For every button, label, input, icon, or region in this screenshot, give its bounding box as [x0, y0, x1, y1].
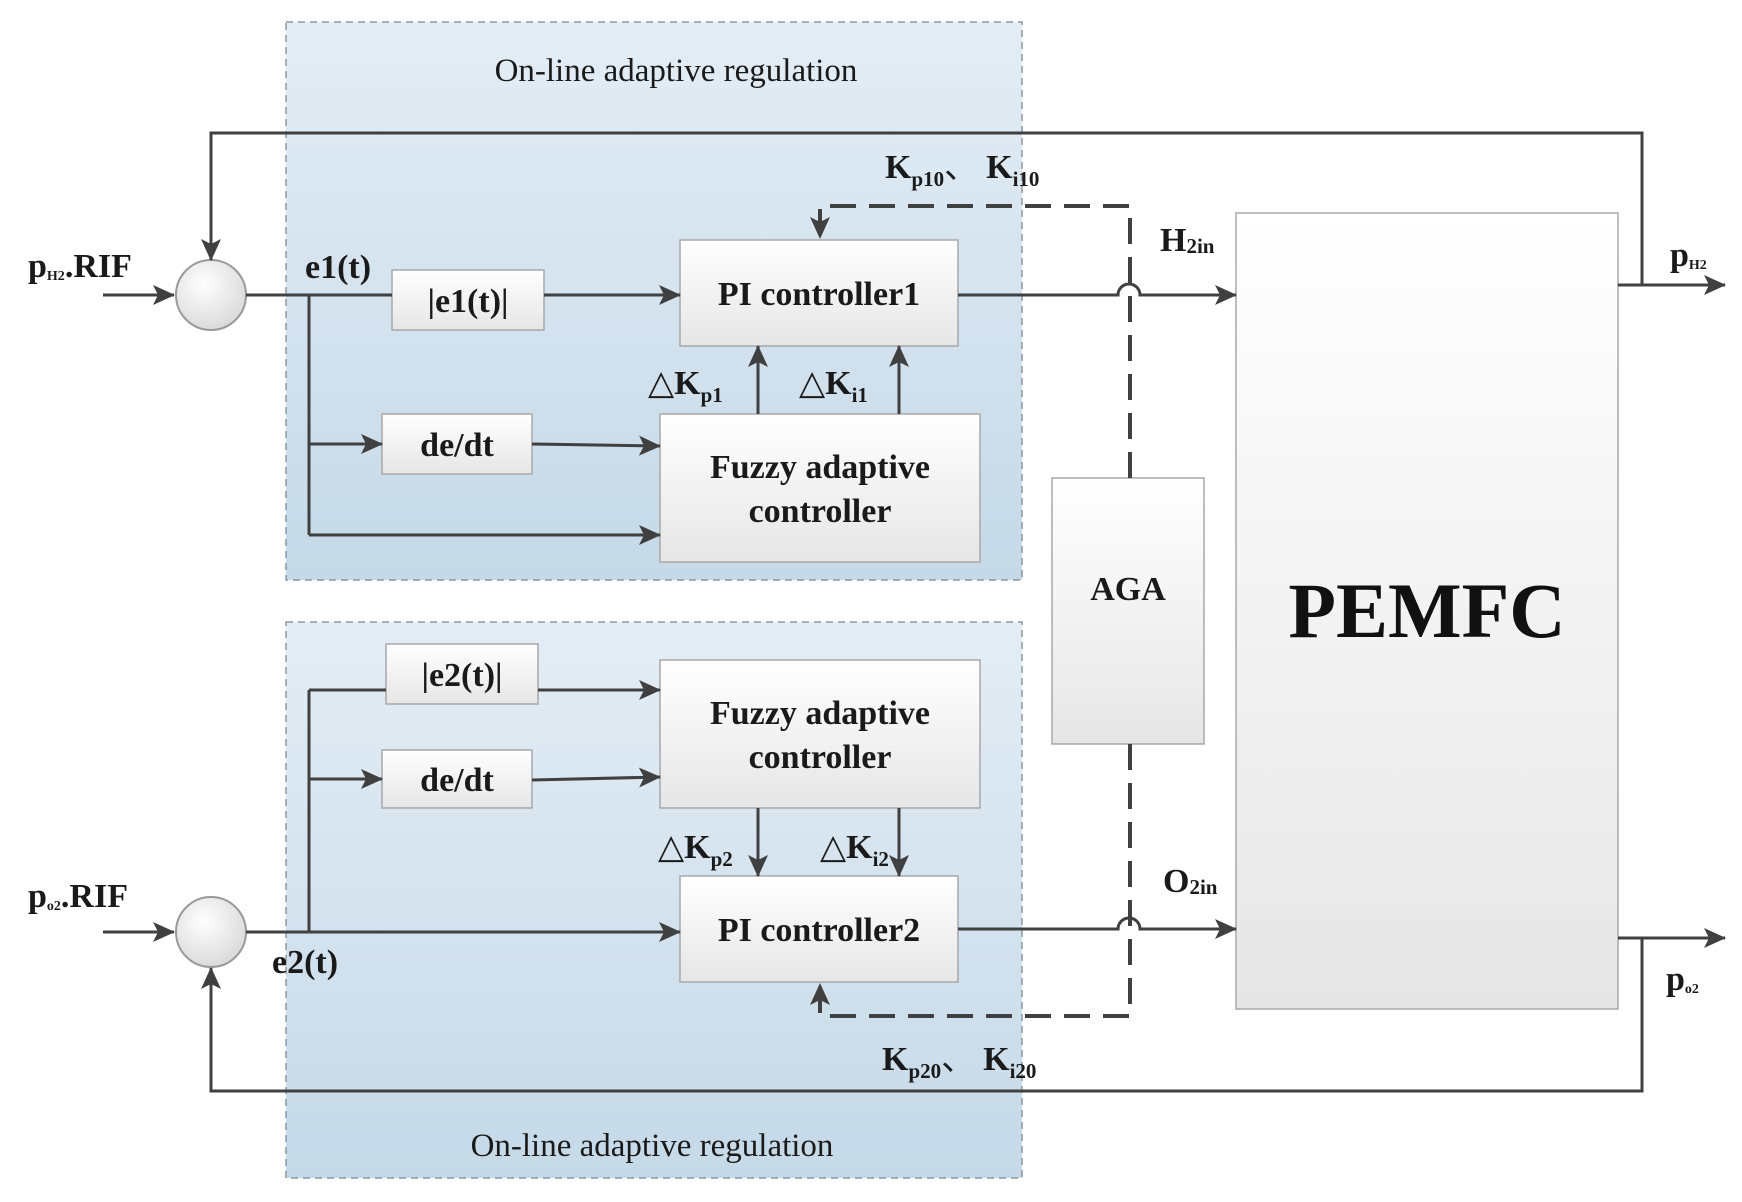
fuzzy-top-line1: Fuzzy adaptive	[710, 449, 930, 486]
abs-e2-label: |e2(t)|	[421, 657, 502, 694]
dedt-top-block	[381, 413, 533, 475]
h2-reference-label: pH2.RIF	[28, 248, 132, 285]
pi1-to-pemfc-h2	[958, 282, 1237, 305]
delta-kp1-label: △Kp1	[648, 365, 723, 407]
pi-controller-2	[679, 875, 959, 983]
aga-label: AGA	[1090, 571, 1166, 608]
pi-controller-1	[679, 239, 959, 347]
sum-junction-top	[175, 259, 247, 331]
fuzzy-bottom-line1: Fuzzy adaptive	[710, 695, 930, 732]
h2-feedback-line	[201, 131, 1644, 285]
dedt-top-to-fuzzy	[531, 435, 661, 456]
abs-e1-label: |e1(t)|	[427, 283, 508, 320]
po2-output-label: po2	[1666, 961, 1699, 998]
aga-dashed-bottom	[810, 744, 1132, 1018]
pemfc-block	[1235, 212, 1619, 1010]
fuzzy-top-line2: controller	[749, 493, 892, 530]
abs-e2-block	[385, 643, 539, 705]
e1-signal-label: e1(t)	[305, 249, 371, 286]
delta-kp2-label: △Kp2	[658, 829, 733, 871]
ph2-output-label: pH2	[1670, 237, 1707, 274]
initial-gains-top-label: Kp10、Ki10	[885, 149, 1039, 191]
o2-reference-label: po2.RIF	[28, 878, 128, 915]
delta-ki2-label: △Ki2	[820, 829, 889, 871]
e2-signal-label: e2(t)	[272, 944, 338, 981]
sum-junction-bottom	[175, 896, 247, 968]
initial-gains-bottom-label: Kp20、Ki20	[882, 1041, 1036, 1083]
pemfc-label: PEMFC	[1288, 567, 1565, 654]
pi-controller-2-label: PI controller2	[718, 912, 920, 949]
dedt-top-label: de/dt	[420, 427, 494, 464]
o2-feedback-line	[201, 938, 1644, 1093]
abs-e1-block	[391, 269, 545, 331]
fuzzy-bottom-line2: controller	[749, 739, 892, 776]
bottom-region-title: On-line adaptive regulation	[471, 1128, 834, 1164]
aga-dashed-top	[810, 204, 1132, 478]
delta-ki1-label: △Ki1	[799, 365, 868, 407]
dedt-bottom-to-fuzzy	[531, 767, 661, 788]
h2-inflow-label: H2in	[1160, 222, 1215, 259]
o2-inflow-label: O2in	[1163, 863, 1218, 900]
aga-block	[1051, 477, 1205, 745]
dedt-bottom-label: de/dt	[420, 762, 494, 799]
fuzzy-controller-top	[659, 413, 981, 563]
pi-controller-1-label: PI controller1	[718, 276, 920, 313]
fuzzy-controller-bottom	[659, 659, 981, 809]
top-region-title: On-line adaptive regulation	[495, 53, 858, 89]
